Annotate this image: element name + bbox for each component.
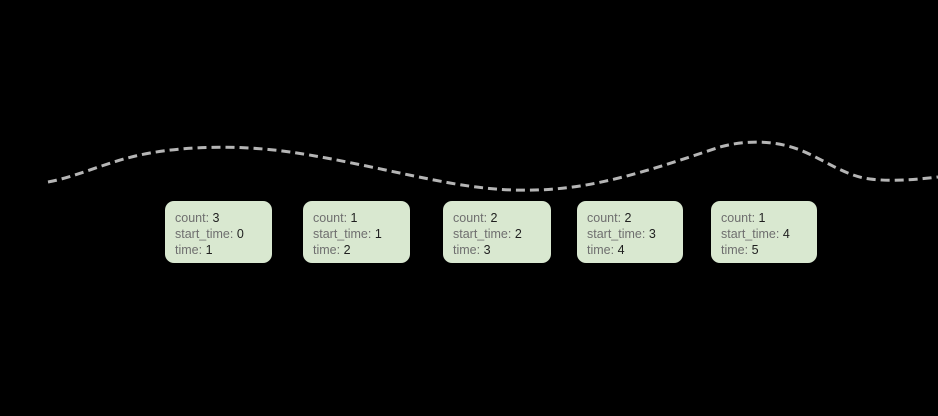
node-field: count: 1 bbox=[313, 210, 410, 226]
node-field-label: start_time: bbox=[453, 227, 512, 241]
node-field-value: 1 bbox=[350, 211, 358, 225]
node-field-value: 5 bbox=[751, 243, 759, 257]
node-field-value: 2 bbox=[514, 227, 522, 241]
node-field-value: 4 bbox=[617, 243, 625, 257]
node-field-value: 3 bbox=[212, 211, 220, 225]
node-field-label: count: bbox=[313, 211, 348, 225]
node-field: time: 3 bbox=[453, 242, 551, 258]
dashed-trend-path bbox=[47, 140, 938, 192]
node-field-label: time: bbox=[721, 243, 749, 257]
node-field: count: 3 bbox=[175, 210, 272, 226]
node-field-label: time: bbox=[587, 243, 615, 257]
node-field: start_time: 1 bbox=[313, 226, 410, 242]
node-field: start_time: 2 bbox=[453, 226, 551, 242]
node-field-label: start_time: bbox=[175, 227, 234, 241]
node-field-label: time: bbox=[175, 243, 203, 257]
node-field-label: time: bbox=[453, 243, 481, 257]
node-field: time: 5 bbox=[721, 242, 817, 258]
node-field-label: count: bbox=[175, 211, 210, 225]
node-field-value: 4 bbox=[782, 227, 790, 241]
node-field-value: 2 bbox=[624, 211, 632, 225]
node-field-value: 1 bbox=[758, 211, 766, 225]
node-field: start_time: 3 bbox=[587, 226, 683, 242]
node-field-value: 3 bbox=[483, 243, 491, 257]
node-field: count: 1 bbox=[721, 210, 817, 226]
node-field: time: 4 bbox=[587, 242, 683, 258]
node-field: start_time: 4 bbox=[721, 226, 817, 242]
node-field-value: 1 bbox=[205, 243, 213, 257]
node-field-label: count: bbox=[721, 211, 756, 225]
node-field-label: count: bbox=[453, 211, 488, 225]
node-field: count: 2 bbox=[453, 210, 551, 226]
node-field-label: time: bbox=[313, 243, 341, 257]
node-field-label: count: bbox=[587, 211, 622, 225]
node-field-label: start_time: bbox=[587, 227, 646, 241]
node-field-value: 3 bbox=[648, 227, 656, 241]
node-field-label: start_time: bbox=[313, 227, 372, 241]
node-field-label: start_time: bbox=[721, 227, 780, 241]
node-field: time: 1 bbox=[175, 242, 272, 258]
node-field-value: 2 bbox=[343, 243, 351, 257]
node-field: time: 2 bbox=[313, 242, 410, 258]
node-field-value: 1 bbox=[374, 227, 382, 241]
node-field-value: 0 bbox=[236, 227, 244, 241]
node-field: count: 2 bbox=[587, 210, 683, 226]
node-field-value: 2 bbox=[490, 211, 498, 225]
node-field: start_time: 0 bbox=[175, 226, 272, 242]
